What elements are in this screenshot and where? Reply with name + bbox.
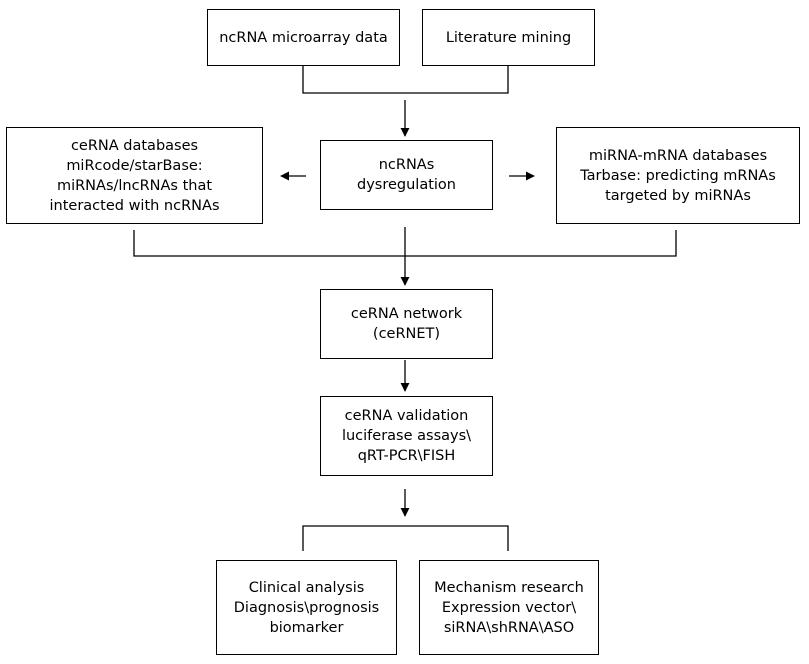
node-text-line: ncRNA microarray data <box>219 29 388 46</box>
node-text-line: miRNA-mRNA databases <box>588 147 768 164</box>
bottom-split-bracket <box>302 525 509 551</box>
node-text-line: interacted with ncRNAs <box>49 197 220 214</box>
node-text-line: dysregulation <box>357 177 456 193</box>
node-text-line: siRNA\shRNA\ASO <box>443 619 575 636</box>
cerna-network-node: ceRNA network (ceRNET) <box>320 289 493 359</box>
node-text-line: Literature mining <box>445 29 572 46</box>
node-text-line: qRT-PCR\FISH <box>357 448 456 464</box>
literature-mining-node: Literature mining <box>422 9 595 66</box>
node-text-line: Clinical analysis <box>248 579 365 596</box>
node-text-line: (ceRNET) <box>372 326 441 342</box>
node-text-line: miRcode/starBase: <box>66 157 203 174</box>
node-text-line: targeted by miRNAs <box>605 187 751 204</box>
node-text-line: Tarbase: predicting mRNAs <box>580 167 776 184</box>
node-text-line: luciferase assays\ <box>341 428 472 444</box>
node-text-line: ceRNA validation <box>344 408 469 424</box>
node-text-line: Mechanism research <box>434 579 584 596</box>
node-text-line: Expression vector\ <box>441 599 577 616</box>
cerna-validation-node: ceRNA validation luciferase assays\ qRT-PC… <box>320 396 493 476</box>
cerna-databases-node: ceRNA databases miRcode/starBase: miRNAs/l… <box>6 127 263 224</box>
node-text-line: miRNAs/lncRNAs that <box>56 177 213 194</box>
node-text-line: ceRNA databases <box>70 137 199 154</box>
node-text-line: ncRNAs <box>378 157 435 173</box>
dysregulation-node: ncRNAs dysregulation <box>320 140 493 210</box>
node-text-line: biomarker <box>269 619 344 636</box>
microarray-data-node: ncRNA microarray data <box>207 9 400 66</box>
node-text-line: ceRNA network <box>350 306 463 322</box>
node-text-line: Diagnosis\prognosis <box>233 599 380 616</box>
top-merge-bracket <box>302 66 509 94</box>
